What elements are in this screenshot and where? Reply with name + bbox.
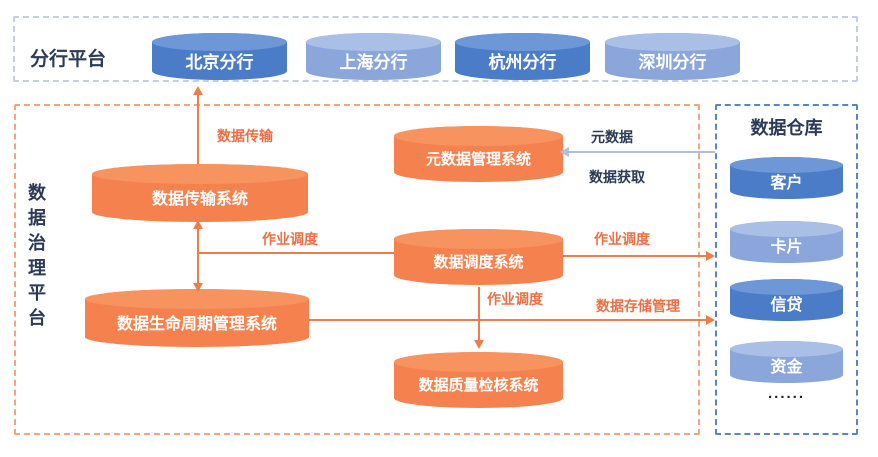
flow-line-transmission-lifecycle <box>197 226 199 286</box>
store-label: 资金 <box>770 359 803 376</box>
flow-line-scheduling-quality <box>478 287 480 342</box>
system-label: 数据生命周期管理系统 <box>116 316 277 333</box>
store-cylinder-funds: 资金 <box>730 341 843 383</box>
system-label: 数据调度系统 <box>433 253 524 271</box>
branch-label: 上海分行 <box>339 52 408 72</box>
store-cylinder-card: 卡片 <box>730 221 843 263</box>
warehouse-ellipsis: ...... <box>767 385 805 402</box>
system-cylinder-metadata-management: 元数据管理系统 <box>394 126 563 182</box>
flow-line-lifecycle-warehouse <box>309 319 707 321</box>
flow-line-warehouse-metadata <box>568 151 715 153</box>
branch-label: 杭州分行 <box>488 52 557 72</box>
system-label: 数据传输系统 <box>151 191 248 208</box>
arrow-up-icon <box>193 220 203 229</box>
governance-platform-title: 数据治理平台 <box>26 183 46 333</box>
system-cylinder-data-scheduling: 数据调度系统 <box>394 229 563 285</box>
flow-line-transmission-to-branch <box>197 92 199 164</box>
arrow-left-icon <box>560 147 569 157</box>
arrow-down-icon <box>474 340 484 349</box>
branch-cylinder-shanghai: 上海分行 <box>306 33 441 80</box>
store-label: 客户 <box>770 175 803 192</box>
branch-platform-title: 分行平台 <box>30 49 107 70</box>
branch-cylinder-beijing: 北京分行 <box>152 33 287 80</box>
data-warehouse-title: 数据仓库 <box>750 118 823 138</box>
branch-label: 深圳分行 <box>638 52 707 72</box>
arrow-right-icon <box>706 251 715 261</box>
system-cylinder-data-quality: 数据质量检核系统 <box>394 352 563 408</box>
store-label: 信贷 <box>770 297 803 314</box>
flow-line-scheduling-left <box>198 252 394 254</box>
flow-label-data-storage-management: 数据存储管理 <box>596 298 680 314</box>
store-cylinder-customer: 客户 <box>730 157 843 199</box>
branch-platform-box <box>13 16 858 82</box>
store-cylinder-credit: 信贷 <box>730 279 843 321</box>
system-label: 数据质量检核系统 <box>418 376 539 394</box>
flow-label-data-transmission: 数据传输 <box>217 128 273 144</box>
flow-label-data-acquisition: 数据获取 <box>589 169 645 185</box>
flow-line-scheduling-warehouse <box>563 255 707 257</box>
flow-label-job-scheduling-right: 作业调度 <box>594 231 650 247</box>
flow-label-job-scheduling-left: 作业调度 <box>262 231 318 247</box>
flow-label-metadata: 元数据 <box>591 129 633 145</box>
store-label: 卡片 <box>770 239 803 256</box>
system-cylinder-data-lifecycle: 数据生命周期管理系统 <box>85 289 309 347</box>
governance-platform-box <box>14 104 700 435</box>
flow-label-job-scheduling-down: 作业调度 <box>487 291 543 307</box>
arrow-up-icon <box>193 86 203 95</box>
arrow-down-icon <box>193 283 203 292</box>
arrow-right-icon <box>706 315 715 325</box>
system-cylinder-data-transmission: 数据传输系统 <box>92 164 308 222</box>
branch-label: 北京分行 <box>185 52 254 72</box>
branch-cylinder-hangzhou: 杭州分行 <box>455 33 590 80</box>
system-label: 元数据管理系统 <box>425 150 531 168</box>
branch-cylinder-shenzhen: 深圳分行 <box>605 33 740 80</box>
data-warehouse-box <box>715 104 858 435</box>
